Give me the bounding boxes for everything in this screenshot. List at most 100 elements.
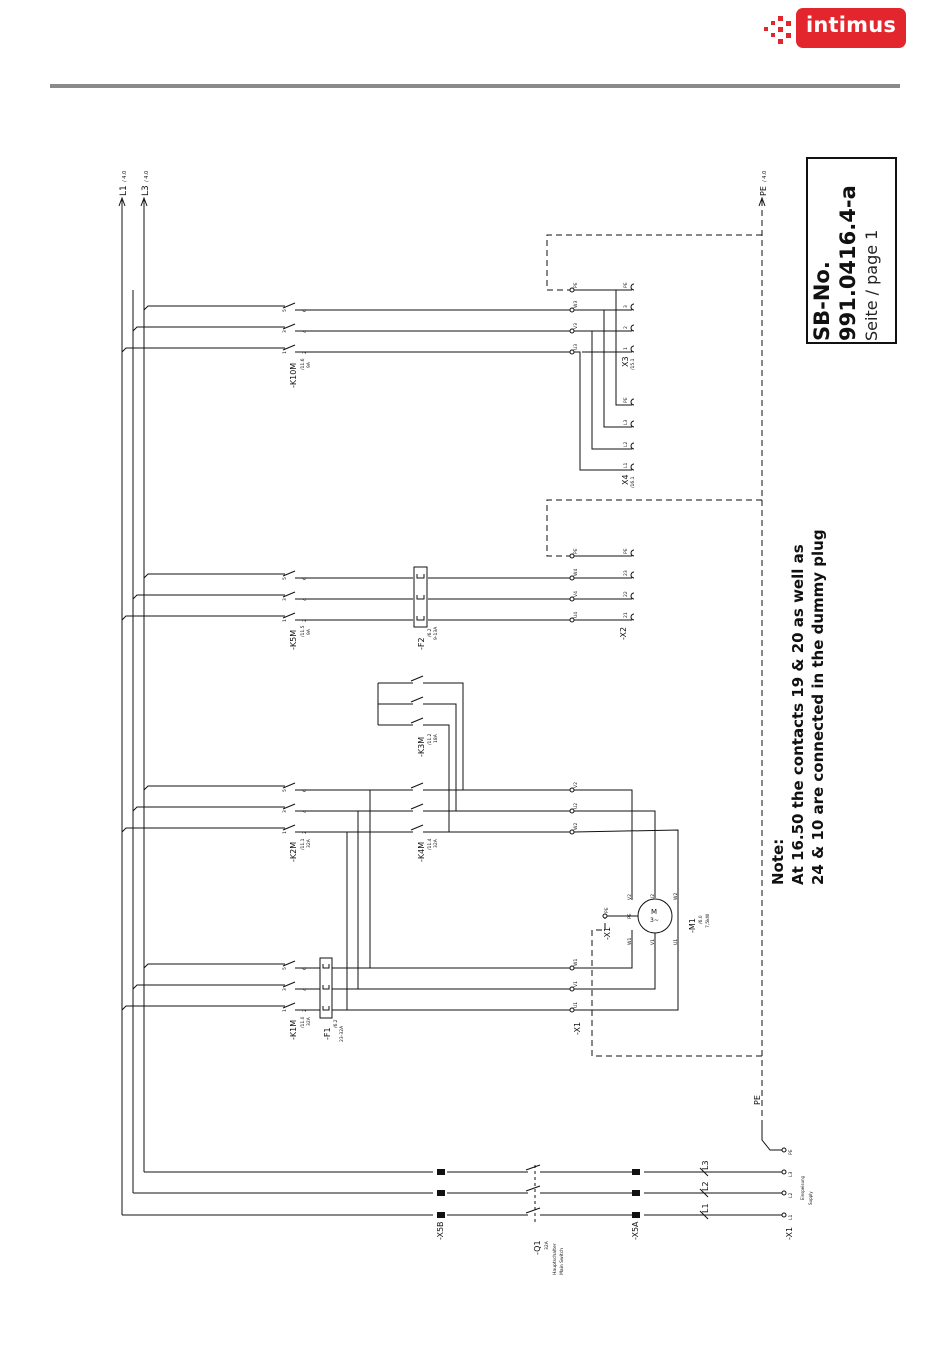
motor-m: M	[651, 908, 657, 916]
k2m-ref: /11.1	[300, 838, 306, 850]
x1-v1: V1	[573, 981, 579, 987]
plug-pins	[630, 283, 635, 621]
k10m-rating: 9A	[306, 361, 312, 368]
intimus-logo: intimus	[762, 8, 906, 48]
svg-text:6: 6	[302, 309, 308, 312]
x4-l1: L1	[623, 462, 629, 468]
x3-pe-left: PE	[573, 282, 579, 288]
f2-name: -F2	[417, 637, 426, 650]
pe-arrow-icon	[758, 196, 766, 207]
k5m-name: -K5M	[289, 630, 298, 650]
f2-ref: /6.2	[427, 628, 433, 637]
x4-l3: L3	[623, 419, 629, 425]
supply-wiring	[122, 1120, 782, 1222]
x1-u2: U2	[573, 803, 579, 809]
svg-text:3: 3	[282, 330, 288, 333]
motor-w2: W2	[673, 893, 679, 900]
x2-23: 23	[623, 570, 629, 576]
svg-text:1: 1	[282, 619, 288, 622]
svg-text:5: 5	[282, 967, 288, 970]
k10m-ref: /11.6	[300, 358, 306, 370]
q1-label-en: Main Switch	[559, 1248, 565, 1275]
svg-text:4: 4	[302, 598, 308, 601]
contact-numbers: 1 2 3 4 5 6 1 2 3 4 5 6 1 2 3 4 5 6 1 2 …	[282, 309, 308, 1012]
l1-label: L1	[119, 185, 129, 196]
pe-bus-ref: / 4.0	[762, 171, 768, 182]
x2-v4: V4	[573, 591, 579, 597]
k3m-ref: /11.2	[427, 733, 433, 745]
svg-text:3: 3	[282, 810, 288, 813]
l1-arrow-icon	[118, 196, 126, 207]
x2-name: -X2	[619, 627, 628, 640]
k2m-rating: 32A	[306, 838, 312, 848]
logo-dots-icon	[764, 16, 791, 44]
motor-ref: /6.0	[698, 915, 704, 924]
motor-name: -M1	[688, 918, 697, 933]
supply-note-en: Supply	[808, 1191, 813, 1205]
svg-text:5: 5	[282, 309, 288, 312]
note-title: Note:	[769, 839, 787, 885]
l3-label: L3	[141, 185, 151, 196]
supply-l3: L3	[701, 1160, 710, 1170]
f2-range: 9-13A	[433, 626, 439, 640]
motor-pe: PE	[627, 913, 633, 919]
x3-v3: V3	[573, 323, 579, 329]
x1-pe-label: PE	[604, 907, 610, 913]
x1-v2: V2	[573, 782, 579, 788]
f1-relay	[319, 957, 333, 1019]
k4m-ref: /11.4	[427, 838, 433, 850]
supply-l1: L1	[701, 1203, 710, 1213]
x4-pe: PE	[623, 397, 629, 403]
svg-text:5: 5	[282, 577, 288, 580]
x4-l2: L2	[623, 441, 629, 447]
x5a-name: -X5A	[631, 1221, 640, 1240]
q1-label-de: Hauptschalter	[552, 1243, 558, 1275]
k1m-name: -K1M	[289, 1020, 298, 1040]
x3-1: 1	[623, 347, 629, 350]
svg-text:2: 2	[302, 831, 308, 834]
bus-lines	[118, 196, 766, 1215]
svg-text:3: 3	[282, 988, 288, 991]
svg-text:4: 4	[302, 988, 308, 991]
svg-text:1: 1	[282, 351, 288, 354]
motor-3: 3~	[650, 917, 659, 924]
k10m-circuit	[121, 302, 570, 353]
motor-w1: W1	[627, 938, 633, 945]
k2m-k4m-circuit	[121, 675, 570, 1010]
x3-2: 2	[623, 326, 629, 329]
x2-w4: W4	[573, 569, 579, 576]
motor-v2: V2	[627, 894, 633, 900]
l1-ref: / 4.0	[122, 171, 128, 182]
svg-text:2: 2	[302, 619, 308, 622]
k5m-rating: 9A	[306, 628, 312, 635]
x1-supply-pe: PE	[788, 1149, 794, 1155]
header-rule	[50, 84, 900, 88]
x3-ref: /15.1	[630, 358, 636, 370]
note-line2: 24 & 10 are connected in the dummy plug	[809, 529, 827, 885]
motor-wiring	[573, 789, 679, 1011]
x4-ref: /16.1	[630, 476, 636, 488]
x2-pe-right: PE	[623, 548, 629, 554]
x2-u4: U4	[573, 612, 579, 618]
f1-ref: /6.2	[333, 1019, 339, 1028]
x1-u1: U1	[573, 1002, 579, 1008]
x1-supply-l3: L3	[788, 1171, 794, 1177]
l3-ref: / 4.0	[144, 171, 150, 182]
l3-arrow-icon	[140, 196, 148, 207]
svg-text:3: 3	[282, 598, 288, 601]
q1-name: -Q1	[533, 1240, 542, 1255]
f2-relay	[413, 566, 428, 628]
k5m-ref: /11.5	[300, 625, 306, 637]
x1-supply-name: -X1	[785, 1227, 794, 1240]
svg-text:5: 5	[282, 789, 288, 792]
pe-supply-label: PE	[753, 1095, 762, 1105]
svg-text:1: 1	[282, 1009, 288, 1012]
svg-text:4: 4	[302, 810, 308, 813]
k3m-rating: 18A	[433, 733, 439, 743]
x3-u3: U3	[573, 344, 579, 350]
f1-range: 23-32A	[339, 1025, 345, 1042]
x4-name: X4	[621, 474, 630, 485]
terminal-points	[569, 287, 787, 1218]
svg-text:1: 1	[282, 831, 288, 834]
f1-name: -F1	[323, 1027, 332, 1040]
